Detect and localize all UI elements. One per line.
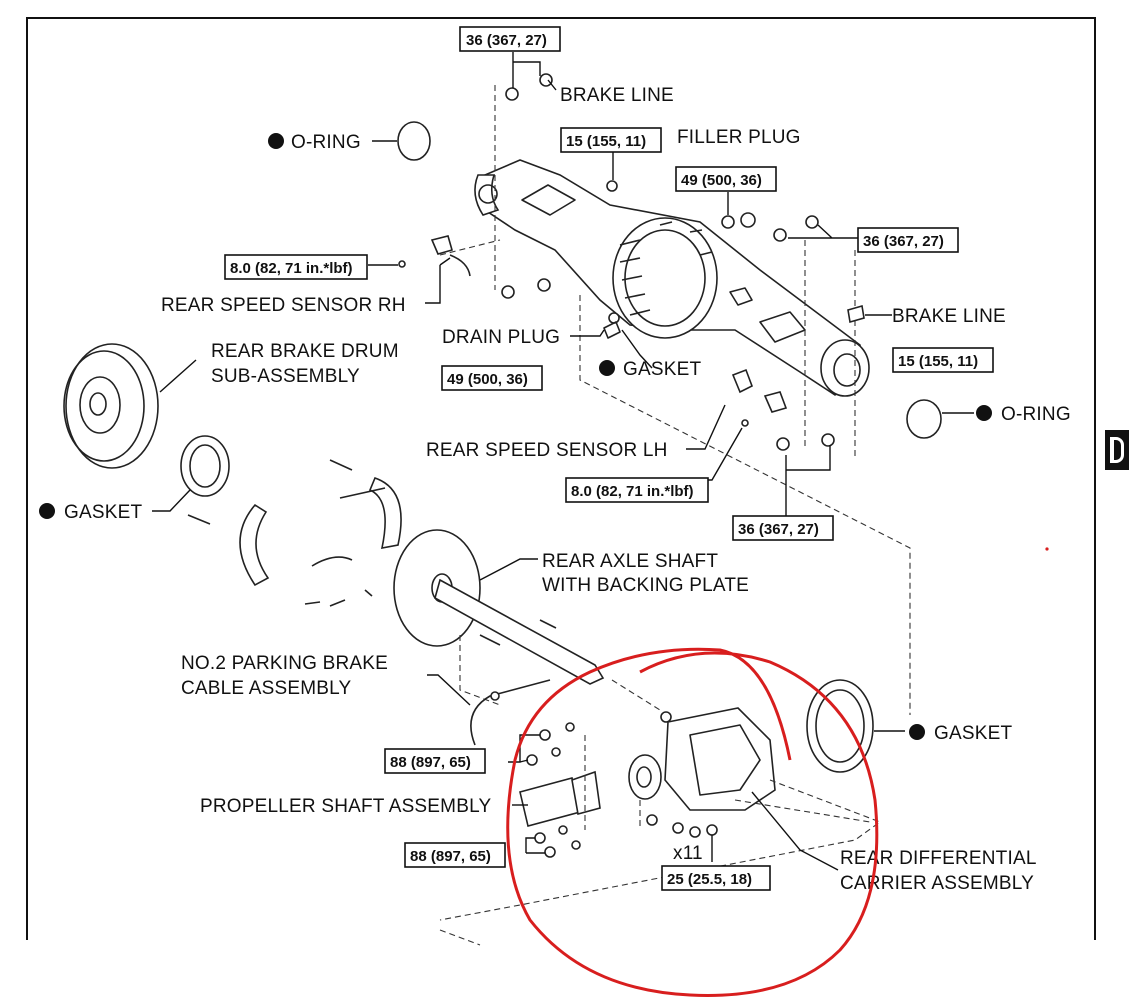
- housing-bolts: [501, 73, 835, 451]
- label-drain-plug: DRAIN PLUG: [442, 327, 560, 348]
- dashed-guides-upper: [439, 85, 911, 715]
- o-ring-right-part: [906, 399, 942, 439]
- label-brake-line-right: BRAKE LINE: [892, 306, 1006, 327]
- label-filler-plug: FILLER PLUG: [677, 127, 801, 148]
- red-dot: [1045, 547, 1049, 551]
- label-parking-cable-1: NO.2 PARKING BRAKE: [181, 653, 388, 674]
- gasket-left-part: [180, 435, 230, 497]
- label-rear-brake-drum-2: SUB-ASSEMBLY: [211, 366, 360, 387]
- brake-shoes: [187, 459, 402, 607]
- torque-box-49-upper: 49 (500, 36): [675, 166, 777, 192]
- svg-text:15 (155, 11): 15 (155, 11): [566, 133, 646, 150]
- axle-housing: [474, 159, 870, 397]
- label-gasket-left: GASKET: [64, 502, 142, 523]
- label-o-ring-left: O-RING: [291, 132, 361, 153]
- svg-text:88 (897, 65): 88 (897, 65): [390, 754, 471, 771]
- replace-marks: [39, 133, 992, 740]
- section-tab-icon: [1105, 430, 1129, 470]
- label-parking-cable-2: CABLE ASSEMBLY: [181, 678, 351, 699]
- svg-text:8.0 (82, 71 in.*lbf): 8.0 (82, 71 in.*lbf): [230, 260, 353, 277]
- label-rear-brake-drum-1: REAR BRAKE DRUM: [211, 341, 399, 362]
- label-propeller-shaft: PROPELLER SHAFT ASSEMBLY: [200, 796, 491, 817]
- leader-lines: [152, 52, 974, 871]
- torque-box-88-upper: 88 (897, 65): [384, 748, 486, 774]
- label-rear-speed-sensor-lh: REAR SPEED SENSOR LH: [426, 440, 668, 461]
- svg-text:36 (367, 27): 36 (367, 27): [738, 521, 819, 538]
- label-gasket-right: GASKET: [934, 723, 1012, 744]
- torque-box-36-right: 36 (367, 27): [857, 227, 959, 253]
- svg-text:49 (500, 36): 49 (500, 36): [681, 172, 762, 189]
- torque-box-25: 25 (25.5, 18): [661, 865, 771, 891]
- speed-sensors: [398, 235, 865, 427]
- svg-text:25 (25.5, 18): 25 (25.5, 18): [667, 871, 752, 888]
- label-rear-axle-shaft-2: WITH BACKING PLATE: [542, 575, 749, 596]
- parking-cable: [470, 679, 551, 746]
- torque-box-88-lower: 88 (897, 65): [404, 842, 506, 868]
- label-gasket-center: GASKET: [623, 359, 701, 380]
- svg-text:49 (500, 36): 49 (500, 36): [447, 371, 528, 388]
- torque-box-36-bottom: 36 (367, 27): [732, 515, 834, 541]
- axle-shaft: [393, 529, 661, 711]
- svg-text:15 (155, 11): 15 (155, 11): [898, 353, 978, 370]
- label-rear-diff-1: REAR DIFFERENTIAL: [840, 848, 1037, 869]
- torque-box-sensor-lh: 8.0 (82, 71 in.*lbf): [565, 477, 709, 503]
- propeller-shaft-part: [519, 722, 601, 858]
- label-brake-line-top: BRAKE LINE: [560, 85, 674, 106]
- label-rear-speed-sensor-rh: REAR SPEED SENSOR RH: [161, 295, 406, 316]
- torque-box-15-right: 15 (155, 11): [892, 347, 994, 373]
- torque-box-sensor-rh: 8.0 (82, 71 in.*lbf): [224, 254, 368, 280]
- torque-box-49-lower: 49 (500, 36): [441, 365, 543, 391]
- diff-carrier: [439, 707, 882, 946]
- gasket-right-part: [806, 679, 874, 773]
- red-annotation-circle: [506, 647, 879, 997]
- label-rear-diff-2: CARRIER ASSEMBLY: [840, 873, 1034, 894]
- svg-text:88 (897, 65): 88 (897, 65): [410, 848, 491, 865]
- svg-text:36 (367, 27): 36 (367, 27): [466, 32, 547, 49]
- torque-box-filler: 15 (155, 11): [560, 127, 662, 153]
- label-o-ring-right: O-RING: [1001, 404, 1071, 425]
- page-border: [26, 17, 1096, 940]
- o-ring-left-part: [397, 121, 431, 161]
- label-x11: x11: [673, 843, 703, 864]
- brake-drum: [63, 343, 159, 469]
- svg-text:36 (367, 27): 36 (367, 27): [863, 233, 944, 250]
- torque-box-top: 36 (367, 27): [459, 26, 561, 52]
- label-rear-axle-shaft-1: REAR AXLE SHAFT: [542, 551, 718, 572]
- svg-text:8.0 (82, 71 in.*lbf): 8.0 (82, 71 in.*lbf): [571, 483, 694, 500]
